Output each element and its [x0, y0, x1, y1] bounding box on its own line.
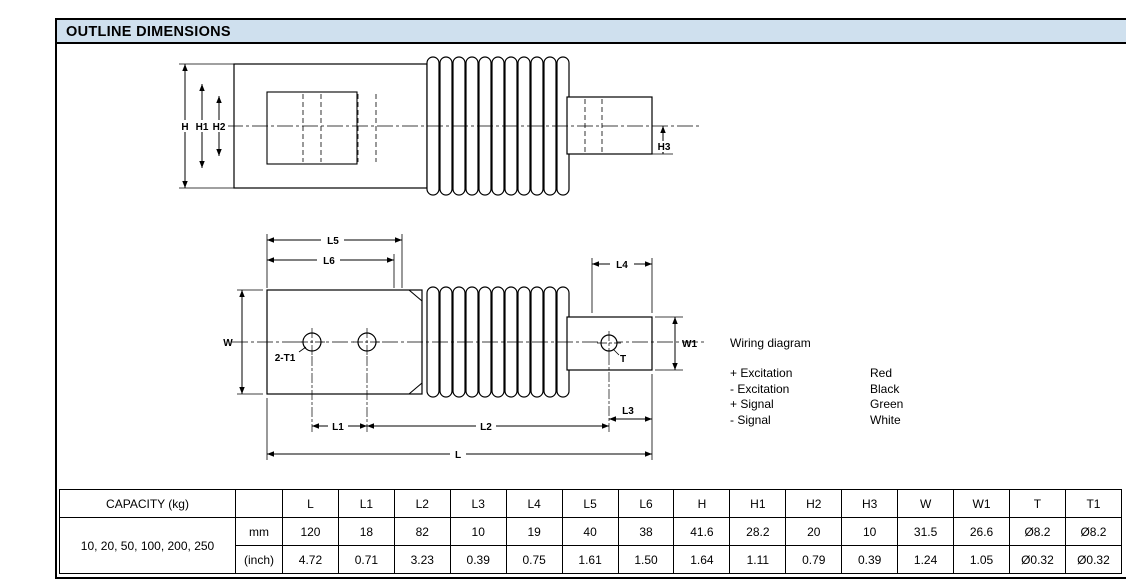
- dim-header-cell: L3: [449, 489, 507, 518]
- plan-chamfer-bottom: [408, 382, 423, 395]
- dim-header-cell: L6: [617, 489, 675, 518]
- value-cell: 41.6: [673, 517, 731, 546]
- value-cell: 10: [449, 517, 507, 546]
- dim-header-cell: L: [282, 489, 339, 518]
- wiring-row: - Signal White: [730, 413, 903, 429]
- wiring-signal: - Signal: [730, 412, 771, 427]
- value-cell: 0.75: [505, 545, 563, 574]
- dim-label-l3: L3: [622, 406, 634, 417]
- unit-cell: (inch): [235, 545, 283, 574]
- value-cell: 1.50: [617, 545, 675, 574]
- dim-header-cell: L5: [561, 489, 619, 518]
- wiring-title: Wiring diagram: [730, 336, 811, 350]
- value-cell: 1.61: [561, 545, 619, 574]
- table-row-mm: 10, 20, 50, 100, 200, 250 mm 120 18 82 1…: [59, 517, 1123, 574]
- wiring-diagram: Wiring diagram + Excitation Red - Excita…: [730, 336, 903, 428]
- dim-label-w: W: [223, 338, 233, 349]
- table-row-inch: (inch) 4.72 0.71 3.23 0.39 0.75 1.61 1.5…: [60, 545, 1123, 574]
- wiring-row: + Excitation Red: [730, 366, 903, 382]
- value-cell: Ø0.32: [1064, 545, 1123, 574]
- value-cell: 1.64: [673, 545, 731, 574]
- dim-label-l: L: [455, 450, 461, 461]
- value-cell: 0.79: [785, 545, 843, 574]
- value-cell: 3.23: [393, 545, 451, 574]
- outline-dimensions-panel: H H1 H2 H3: [55, 18, 1126, 579]
- dimensions-table: CAPACITY (kg) L L1 L2 L3 L4 L5 L6 H H1 H…: [59, 489, 1123, 574]
- dim-header-cell: H2: [785, 489, 843, 518]
- wiring-color: Red: [870, 366, 893, 380]
- plan-chamfer-top: [408, 289, 423, 302]
- value-cell: 19: [505, 517, 563, 546]
- wiring-row: + Signal Green: [730, 397, 903, 413]
- unit-header-cell: [235, 489, 283, 518]
- plan-dimensions: L5 L6 L4 W: [223, 234, 697, 461]
- dim-label-l6: L6: [323, 256, 335, 267]
- wiring-signal: + Signal: [730, 397, 774, 411]
- side-inner-block: [266, 91, 358, 165]
- dim-label-t: T: [620, 354, 626, 365]
- dim-label-h3: H3: [658, 142, 671, 153]
- plan-view: L5 L6 L4 W: [223, 234, 707, 461]
- value-cell: Ø8.2: [1008, 517, 1066, 546]
- value-cell: 31.5: [897, 517, 955, 546]
- value-cell: 0.71: [337, 545, 395, 574]
- dim-label-w1: W1: [682, 339, 697, 350]
- side-hidden-lines: [302, 94, 377, 162]
- value-cell: 26.6: [953, 517, 1010, 546]
- value-cell: Ø8.2: [1064, 517, 1123, 546]
- dim-label-h2: H2: [213, 122, 226, 133]
- wiring-color: Black: [870, 381, 900, 396]
- side-end-block: [566, 96, 653, 155]
- section-title-bar: OUTLINE DIMENSIONS: [57, 20, 1126, 44]
- dim-label-2t1: 2-T1: [275, 353, 296, 364]
- dim-header-cell: L4: [505, 489, 563, 518]
- dim-label-l5: L5: [327, 236, 339, 247]
- mounting-holes: [298, 328, 621, 356]
- capacity-value-cell: 10, 20, 50, 100, 200, 250: [59, 517, 236, 574]
- table-header-row: CAPACITY (kg) L L1 L2 L3 L4 L5 L6 H H1 H…: [59, 489, 1123, 518]
- value-cell: 28.2: [729, 517, 787, 546]
- wiring-signal: - Excitation: [730, 381, 790, 396]
- dim-header-cell: H3: [841, 489, 899, 518]
- side-dimensions: H H1 H2 H3: [177, 63, 675, 189]
- dim-label-h: H: [181, 122, 188, 133]
- value-cell: 20: [785, 517, 843, 546]
- dim-label-h1: H1: [196, 122, 209, 133]
- value-cell: 38: [617, 517, 675, 546]
- wiring-row: - Excitation Black: [730, 382, 903, 398]
- value-cell: 18: [337, 517, 395, 546]
- value-cell: 4.72: [282, 545, 339, 574]
- side-view: H H1 H2 H3: [177, 56, 702, 196]
- value-cell: 40: [561, 517, 619, 546]
- technical-drawing: H H1 H2 H3: [177, 56, 707, 461]
- wiring-color: White: [870, 412, 901, 427]
- unit-cell: mm: [235, 517, 283, 546]
- dim-header-cell: L2: [393, 489, 451, 518]
- dim-label-l2: L2: [480, 422, 492, 433]
- capacity-header-cell: CAPACITY (kg): [59, 489, 236, 518]
- dim-header-cell: T1: [1064, 489, 1123, 518]
- value-cell: 0.39: [841, 545, 899, 574]
- dim-label-l1: L1: [332, 422, 344, 433]
- value-cell: 1.05: [953, 545, 1010, 574]
- value-cell: 82: [393, 517, 451, 546]
- dim-header-cell: L1: [337, 489, 395, 518]
- value-cell: 0.39: [449, 545, 507, 574]
- dim-header-cell: W: [897, 489, 955, 518]
- wiring-color: Green: [870, 397, 904, 411]
- dim-header-cell: T: [1008, 489, 1066, 518]
- value-cell: 1.11: [729, 545, 787, 574]
- dim-header-cell: H1: [729, 489, 787, 518]
- value-cell: 120: [282, 517, 339, 546]
- dim-label-l4: L4: [616, 260, 628, 271]
- dim-header-cell: W1: [953, 489, 1010, 518]
- section-title: OUTLINE DIMENSIONS: [66, 24, 231, 40]
- wiring-signal: + Excitation: [730, 366, 793, 380]
- value-cell: 10: [841, 517, 899, 546]
- plan-end-block: [566, 316, 653, 371]
- value-cell: Ø0.32: [1008, 545, 1066, 574]
- dim-header-cell: H: [673, 489, 731, 518]
- side-end-block-hidden-lines: [584, 99, 603, 152]
- value-cell: 1.24: [897, 545, 955, 574]
